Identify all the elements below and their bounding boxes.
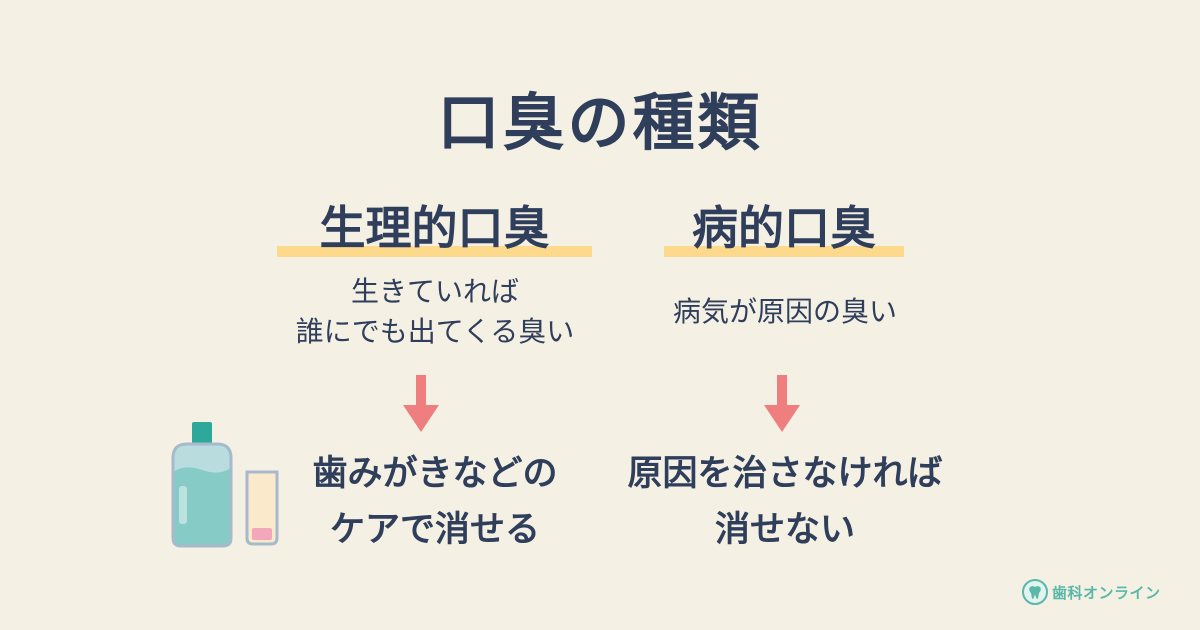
result-line: 消せない: [714, 510, 855, 550]
page-title: 口臭の種類: [437, 86, 763, 159]
result-pathological: 原因を治さなければ 消せない: [595, 446, 975, 558]
result-line: 歯みがきなどの: [312, 454, 558, 494]
description-physiological: 生きていれば 誰にでも出てくる臭い: [250, 272, 620, 352]
description-pathological: 病気が原因の臭い: [620, 292, 950, 332]
brand-name: 歯科オンライン: [1052, 583, 1161, 602]
description-line: 生きていれば: [350, 275, 519, 308]
description-line: 病気が原因の臭い: [672, 295, 897, 328]
mouthwash-and-toothpaste-icon: [171, 422, 279, 548]
heading-pathological: 病的口臭: [692, 201, 876, 255]
arrow-down-icon: [403, 375, 439, 432]
description-line: 誰にでも出てくる臭い: [295, 315, 575, 348]
heading-highlight-left: [277, 246, 592, 257]
arrow-down-icon: [764, 375, 800, 432]
tooth-icon: [1022, 579, 1048, 605]
brand-logo: 歯科オンライン: [1022, 578, 1161, 606]
heading-highlight-right: [664, 246, 904, 257]
result-line: 原因を治さなければ: [627, 454, 943, 494]
heading-physiological: 生理的口臭: [319, 201, 550, 255]
result-line: ケアで消せる: [329, 510, 540, 550]
result-physiological: 歯みがきなどの ケアで消せる: [290, 446, 580, 558]
